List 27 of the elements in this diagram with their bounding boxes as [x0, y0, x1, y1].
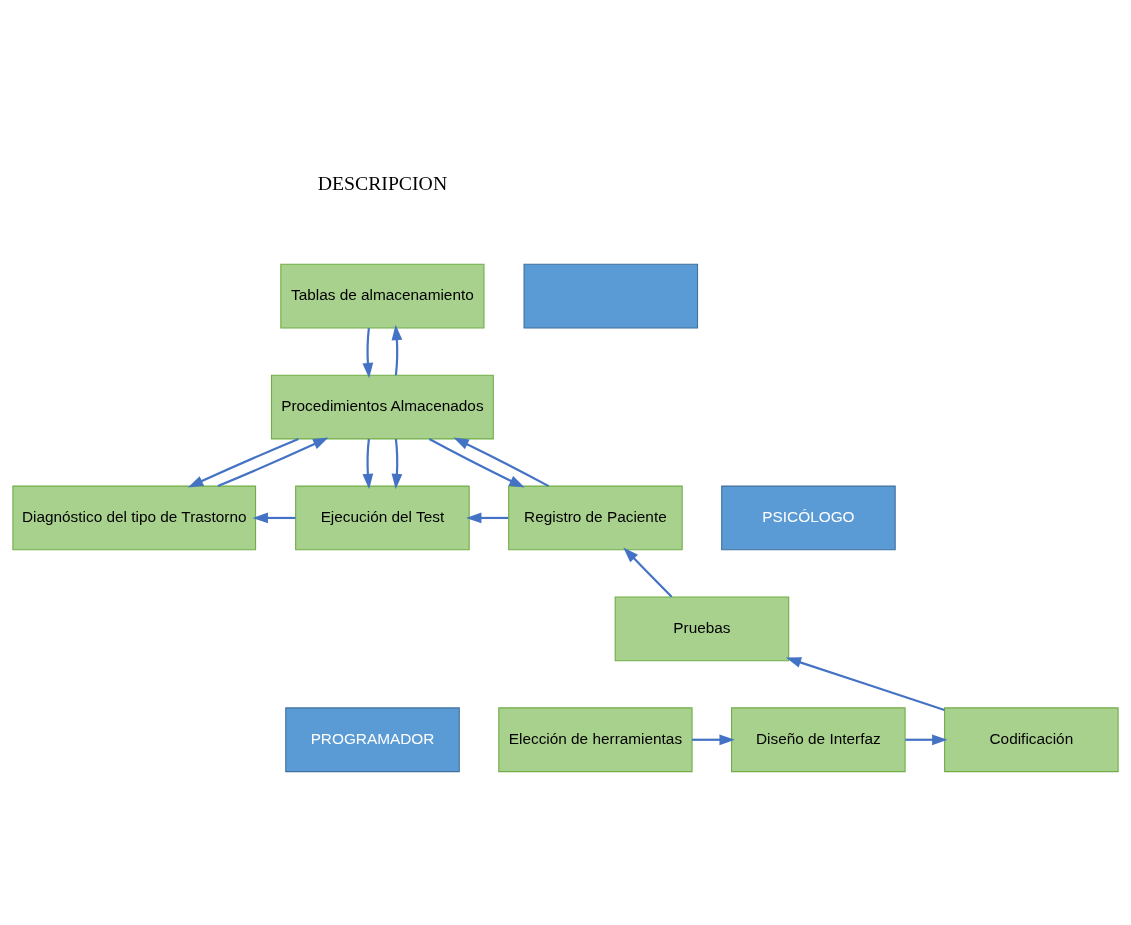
- arrow: [362, 438, 374, 490]
- node-box: Ejecución del Test: [295, 485, 470, 551]
- arrow: [785, 657, 945, 712]
- arrow: [428, 438, 525, 488]
- node-box: Diagnóstico del tipo de Trastorno: [12, 485, 257, 551]
- node-box: Registro de Paciente: [508, 485, 683, 551]
- node-box: Diseño de Interfaz: [731, 707, 906, 773]
- arrow: [692, 734, 735, 746]
- arrow: [391, 324, 403, 376]
- node-box: Procedimientos Almacenados: [270, 374, 494, 440]
- arrow: [391, 438, 403, 490]
- arrow: [466, 512, 509, 524]
- arrow: [362, 328, 374, 379]
- node-box: PSICÓLOGO: [721, 485, 896, 551]
- arrow: [187, 438, 299, 488]
- node-box: [523, 263, 699, 329]
- node-box: Elección de herramientas: [498, 707, 693, 773]
- arrow: [623, 547, 673, 598]
- node-box: Pruebas: [614, 596, 790, 662]
- arrow: [217, 437, 329, 488]
- label: DESCRIPCION: [317, 172, 448, 195]
- node-box: PROGRAMADOR: [285, 707, 460, 773]
- arrow: [453, 437, 550, 488]
- arrow: [905, 734, 948, 746]
- arrow: [252, 512, 296, 524]
- node-box: Codificación: [944, 707, 1119, 773]
- node-box: Tablas de almacenamiento: [280, 263, 485, 329]
